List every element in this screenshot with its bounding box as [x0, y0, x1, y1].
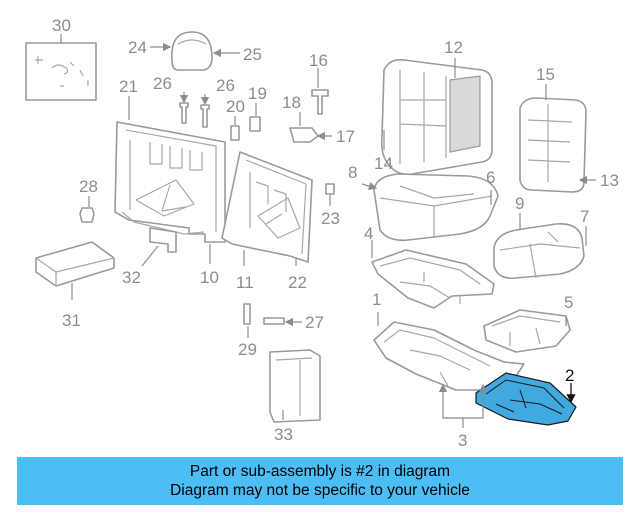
caption-line-2: Diagram may not be specific to your vehi…	[170, 482, 470, 499]
part-23-clip: 23	[321, 183, 340, 228]
callout-17: 17	[336, 127, 355, 146]
part-1-seat-pan: 1	[372, 290, 525, 391]
callout-14: 14	[374, 154, 393, 173]
callout-8: 8	[348, 163, 357, 182]
callout-7: 7	[580, 207, 589, 226]
callout-1: 1	[372, 290, 381, 309]
part-4-seat-frame: 4	[364, 224, 495, 309]
callout-6: 6	[486, 168, 495, 187]
callout-20: 20	[226, 97, 245, 116]
callout-9: 9	[515, 194, 524, 213]
caption-banner: Part or sub-assembly is #2 in diagram Di…	[17, 457, 623, 505]
callout-31: 31	[62, 311, 81, 330]
part-28-clip: 28	[79, 177, 98, 223]
part-30-hardware-kit: 30	[25, 16, 97, 101]
part-33-panel: 33	[269, 349, 321, 444]
part-21-left-seatback-frame: 21	[114, 77, 226, 243]
caption-line-1: Part or sub-assembly is #2 in diagram	[189, 463, 451, 480]
part-5-right-seat-frame: 5	[483, 293, 573, 353]
callout-29: 29	[238, 340, 257, 359]
part-13-15-right-seatback: 15 13	[519, 65, 619, 193]
callout-12: 12	[444, 38, 463, 57]
part-26-headrest-guides: 26 26	[153, 74, 235, 128]
callout-32: 32	[122, 268, 141, 287]
callout-21: 21	[119, 77, 138, 96]
callout-26-right: 26	[216, 76, 235, 95]
part-16-17-18-latch: 16 18 17	[282, 51, 355, 146]
part-32-bracket: 32	[122, 227, 177, 287]
part-31-pad: 31	[35, 241, 115, 330]
callout-4: 4	[364, 224, 373, 243]
callout-11: 11	[236, 273, 254, 292]
callout-24: 24	[128, 38, 147, 57]
callout-19: 19	[248, 84, 267, 103]
part-10-leader: 10	[200, 244, 219, 287]
callout-10: 10	[200, 268, 219, 287]
callout-23: 23	[321, 209, 340, 228]
part-7-9-right-seat-cushion: 9 7	[493, 194, 589, 280]
callout-22: 22	[288, 273, 307, 292]
callout-2: 2	[565, 366, 574, 385]
callout-13: 13	[600, 171, 619, 190]
part-19-20-clips: 20 19	[226, 84, 267, 141]
part-11-22-right-seatback-frame: 11 22	[221, 151, 313, 292]
callout-16: 16	[309, 51, 328, 70]
part-3-bracket: 3	[438, 383, 488, 450]
part-2-highlighted: 2	[475, 366, 577, 426]
callout-5: 5	[564, 293, 573, 312]
callout-27: 27	[305, 313, 324, 332]
part-24-25-headrest: 24 25	[128, 31, 262, 71]
parts-diagram: 30 24 25 26 26 20 19 21	[25, 16, 619, 450]
callout-3: 3	[458, 431, 467, 450]
callout-15: 15	[536, 65, 555, 84]
part-27-29-hardware: 29 27	[238, 303, 324, 359]
callout-33: 33	[274, 425, 293, 444]
callout-26-left: 26	[153, 74, 172, 93]
callout-30: 30	[52, 16, 71, 35]
callout-18: 18	[282, 93, 301, 112]
part-12-14-seatback-cushion: 12 14	[374, 38, 493, 176]
callout-28: 28	[79, 177, 98, 196]
part-6-8-seat-cushion: 8 6	[348, 163, 499, 242]
callout-25: 25	[243, 45, 262, 64]
